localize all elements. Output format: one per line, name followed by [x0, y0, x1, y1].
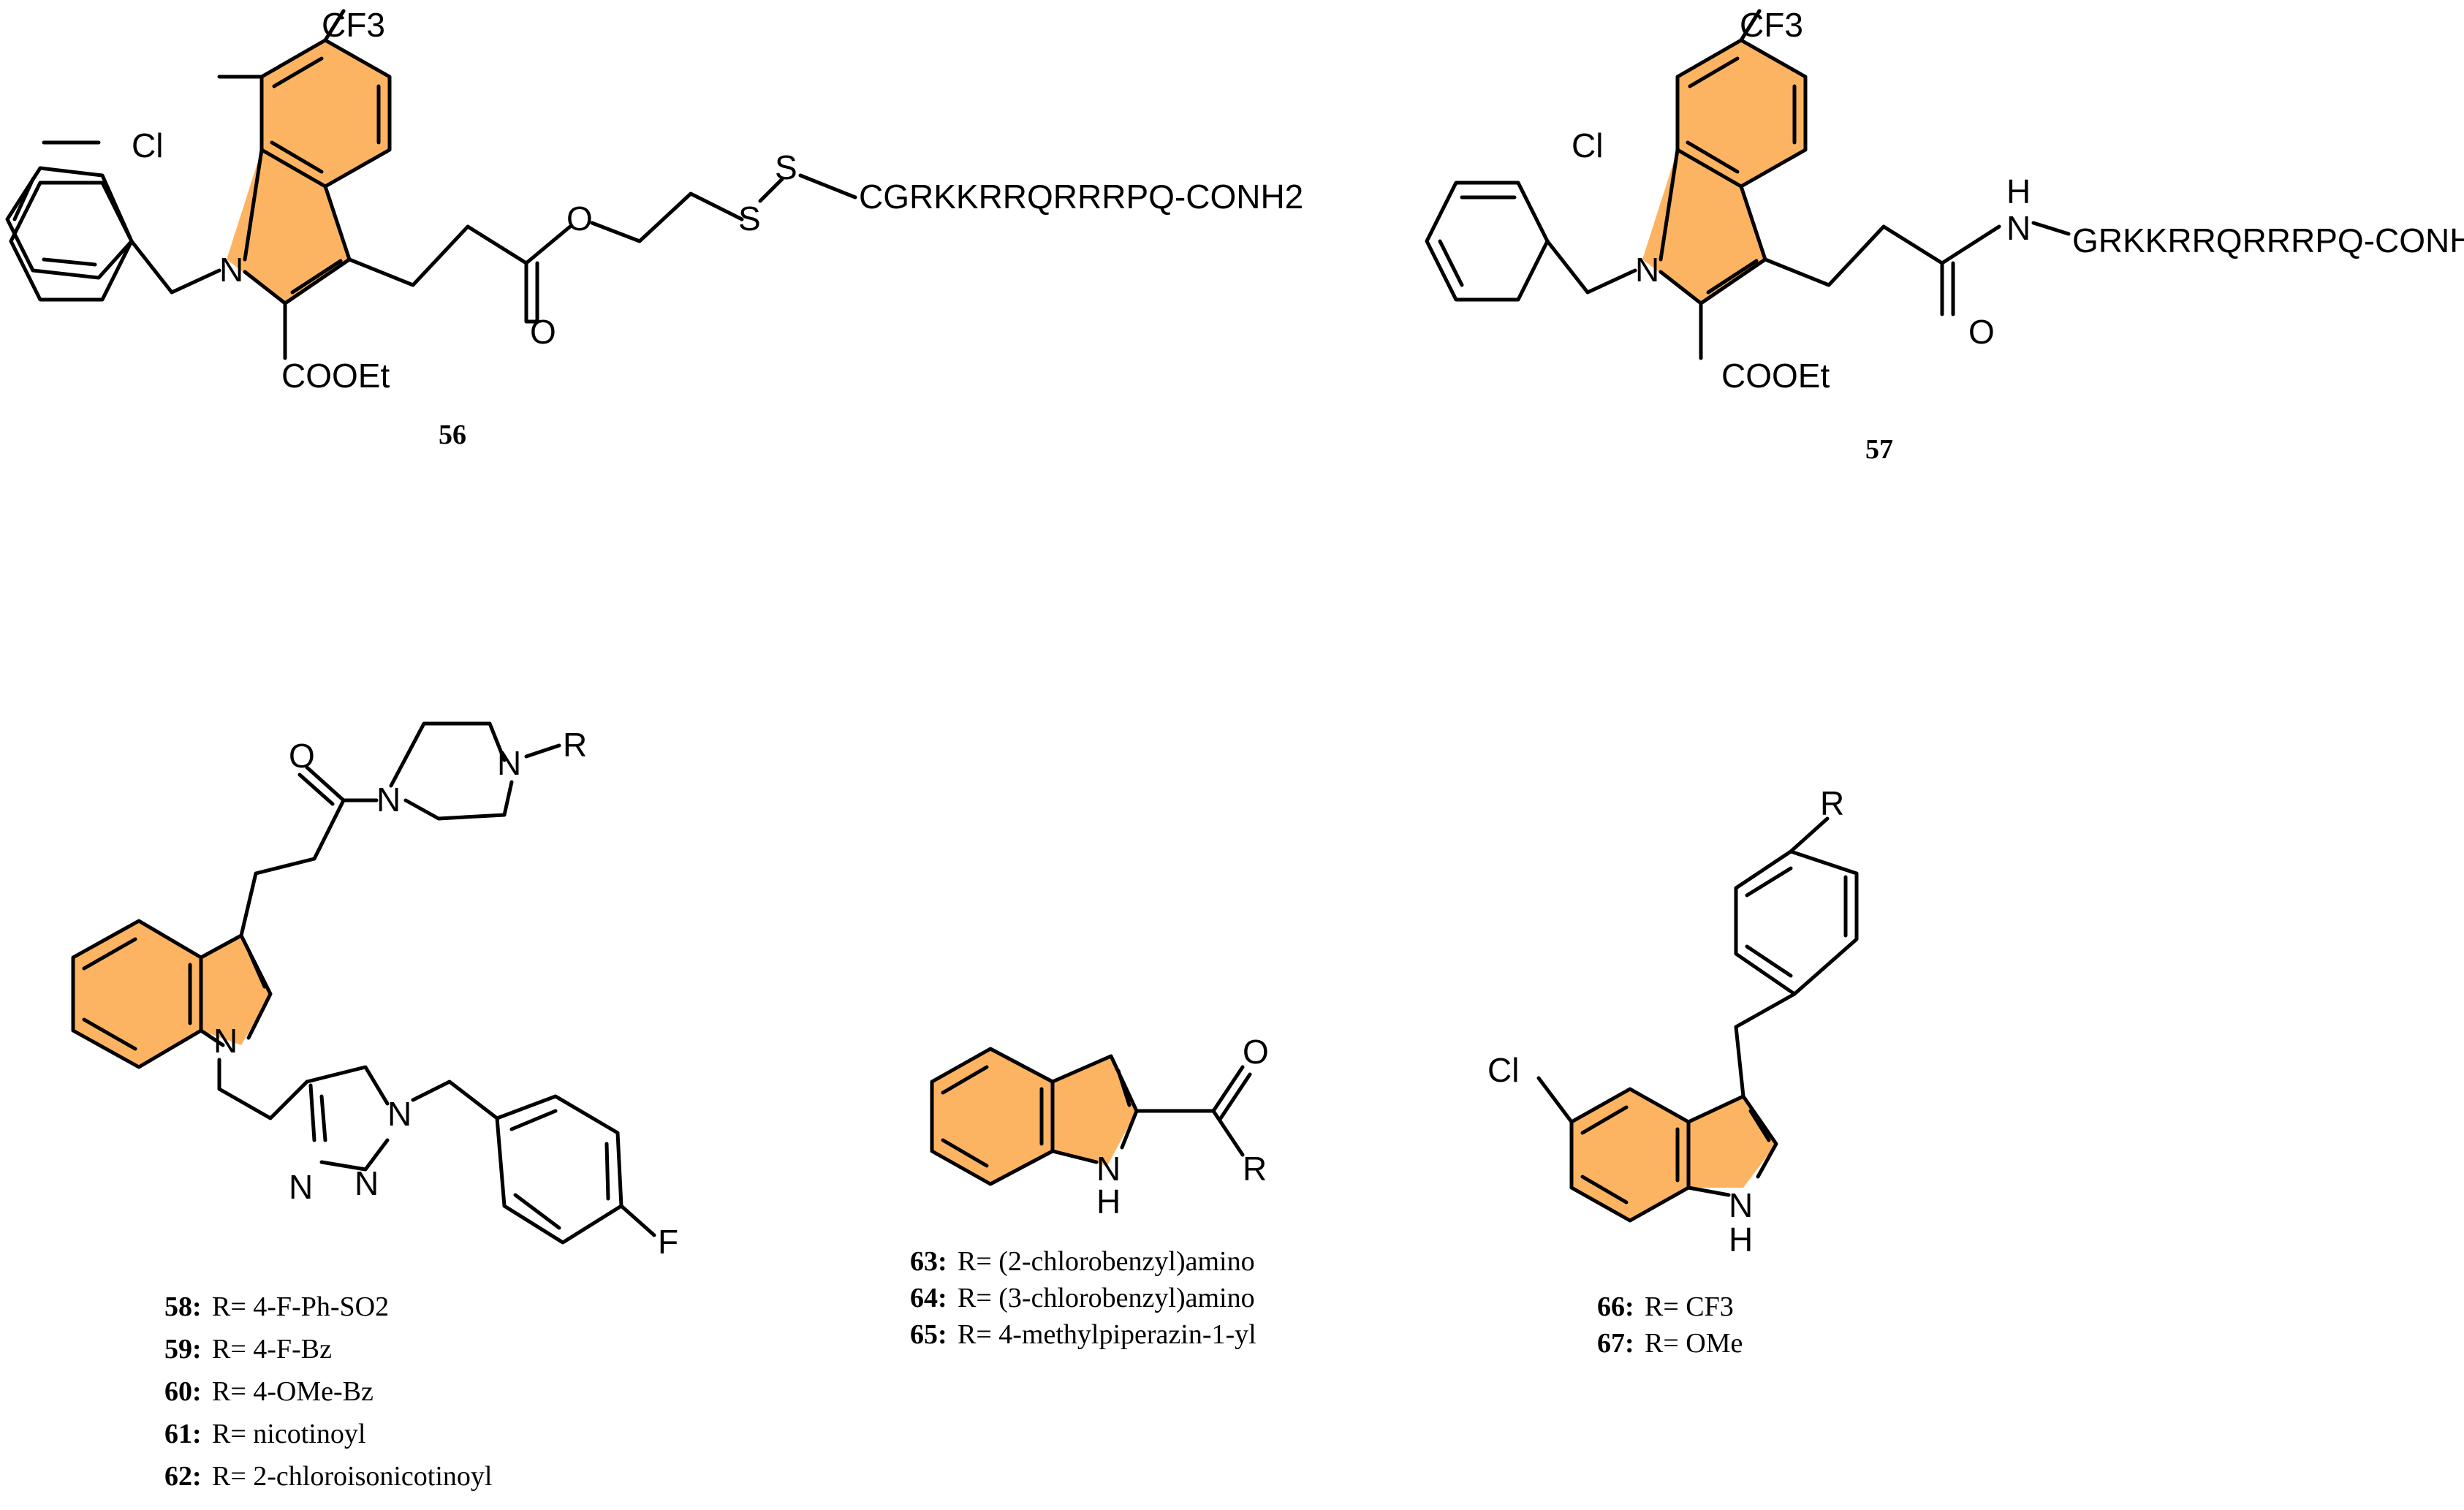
- indole-benzene-bonds: [259, 38, 392, 189]
- propanoyl-chain: [347, 224, 572, 324]
- cf3-label: CF3: [322, 6, 385, 44]
- legend-text-60: R= 4-OMe-Bz: [212, 1376, 374, 1407]
- indole-ring-highlight: [73, 921, 201, 1067]
- nh-n-label: N: [1096, 1150, 1121, 1188]
- triazole-linker: [217, 1058, 309, 1120]
- legend-text-59: R= 4-F-Bz: [212, 1334, 332, 1365]
- aryl-bonds: [1734, 816, 1859, 1099]
- indole-benzene-bonds: [1675, 38, 1808, 189]
- legend-num-65: 65:: [910, 1319, 947, 1350]
- compounds-66-67: N H Cl R 66: R= CF3 67: R= OMe: [1487, 784, 1859, 1359]
- legend-66-67: 66: R= CF3 67: R= OMe: [1597, 1291, 1743, 1359]
- linker-chain: [590, 191, 744, 243]
- compound-56: CF3 Cl N COOEt O O S S CGRKKRRQRRRPQ-CON…: [5, 6, 1303, 450]
- nh-n-label: N: [1729, 1186, 1753, 1224]
- legend-num-63: 63:: [910, 1246, 947, 1277]
- ester-label: COOEt: [281, 357, 390, 395]
- ester-label: COOEt: [1721, 357, 1830, 395]
- triazole-n1-label: N: [387, 1095, 412, 1133]
- legend-text-63: R= (2-chlorobenzyl)amino: [958, 1246, 1255, 1277]
- s1-label: S: [738, 200, 761, 238]
- indole-pyrrole-bonds: [1050, 1054, 1139, 1164]
- indole-pyrrole-bonds: [243, 148, 352, 306]
- legend-num-66: 66:: [1597, 1291, 1634, 1322]
- r-label: R: [1820, 784, 1844, 822]
- benzyl-ring: [1425, 181, 1550, 302]
- benzyl-bonds: [1545, 239, 1637, 295]
- legend-text-65: R= 4-methylpiperazin-1-yl: [958, 1319, 1256, 1350]
- n-label: N: [219, 251, 243, 289]
- nh-h-label: H: [2006, 172, 2031, 210]
- cl-bond: [1536, 1076, 1574, 1124]
- compounds-63-65: N H O R 63: R= (2-chlorobenzyl)amino 64:…: [910, 1033, 1269, 1350]
- n-r-bond: [524, 743, 561, 759]
- benzyl-ring: [9, 181, 134, 302]
- carbonyl-o-label: O: [1968, 313, 1995, 351]
- carbonyl-bonds: [1134, 1065, 1252, 1157]
- pyrrole-ring-highlight: [1053, 1056, 1137, 1166]
- piperazine-n2-label: N: [497, 744, 521, 782]
- triazole-n2-label: N: [355, 1164, 379, 1202]
- legend-text-66: R= CF3: [1645, 1291, 1734, 1322]
- legend-num-61: 61:: [164, 1419, 202, 1449]
- indole-pyrrole-bonds: [1686, 1094, 1778, 1197]
- disulfide-bond: [758, 177, 784, 203]
- legend-text-62: R= 2-chloroisonicotinoyl: [212, 1461, 492, 1492]
- nh-n-label: N: [2006, 209, 2031, 247]
- legend-num-59: 59:: [164, 1334, 202, 1365]
- propanoyl-chain: [1763, 224, 2001, 316]
- legend-num-60: 60:: [164, 1376, 202, 1407]
- triazole-n3-label: N: [289, 1168, 313, 1206]
- legend-text-61: R= nicotinoyl: [212, 1419, 365, 1449]
- nh-h-label: H: [1096, 1183, 1121, 1221]
- s2-label: S: [775, 148, 797, 186]
- indole-pyrrole-bonds: [199, 933, 273, 1047]
- cf3-bond: [1739, 9, 1762, 42]
- legend-text-67: R= OMe: [1645, 1328, 1743, 1359]
- cl-label: Cl: [1487, 1051, 1519, 1089]
- fluorobenzyl-bonds: [411, 1080, 656, 1245]
- compound-number: 56: [439, 420, 466, 450]
- legend-63-65: 63: R= (2-chlorobenzyl)amino 64: R= (3-c…: [910, 1246, 1256, 1350]
- compound-57: CF3 Cl N COOEt O H N GRKKRRQRRRPQ-CONH2 …: [1425, 6, 2464, 465]
- indole-ring-highlight: [932, 1049, 1053, 1184]
- legend-num-67: 67:: [1597, 1328, 1634, 1359]
- carbonyl-o-label: O: [289, 737, 315, 775]
- pyrrole-ring-highlight: [1688, 1096, 1776, 1188]
- piperazine-n1-label: N: [376, 781, 401, 819]
- indole-n-label: N: [213, 1022, 238, 1060]
- compounds-58-62: N O N N R N N N F 58: R= 4-F-Ph-SO2 59: …: [71, 721, 678, 1492]
- legend-num-62: 62:: [164, 1461, 202, 1492]
- cl-label: Cl: [132, 126, 163, 164]
- legend-num-64: 64:: [910, 1283, 947, 1313]
- cf3-bond: [323, 9, 346, 42]
- carbonyl-o-label: O: [530, 313, 556, 351]
- peptide-label: CGRKKRRQRRRPQ-CONH2: [859, 178, 1303, 216]
- indole-ring-highlight: [1572, 1089, 1688, 1221]
- legend-text-64: R= (3-chlorobenzyl)amino: [958, 1283, 1255, 1313]
- propanoyl-chain: [239, 765, 379, 938]
- r-label: R: [563, 726, 587, 764]
- cl-label: Cl: [1572, 126, 1603, 164]
- benzyl-bonds: [5, 140, 221, 295]
- legend-num-58: 58:: [164, 1291, 202, 1322]
- compound-number: 57: [1865, 434, 1893, 465]
- s-peptide-bond: [798, 173, 857, 200]
- legend-58-62: 58: R= 4-F-Ph-SO2 59: R= 4-F-Bz 60: R= 4…: [164, 1291, 492, 1492]
- n-label: N: [1635, 251, 1659, 289]
- triazole-ring: [305, 1065, 390, 1172]
- r-label: R: [1243, 1150, 1267, 1188]
- peptide-label: GRKKRRQRRRPQ-CONH2: [2072, 221, 2464, 259]
- indole-pyrrole-bonds: [1659, 148, 1767, 306]
- legend-text-58: R= 4-F-Ph-SO2: [212, 1291, 389, 1322]
- n-peptide-bond: [2031, 221, 2071, 236]
- nh-h-label: H: [1729, 1221, 1753, 1259]
- ester-o-label: O: [566, 200, 593, 238]
- carbonyl-o-label: O: [1243, 1033, 1269, 1071]
- cf3-label: CF3: [1740, 6, 1803, 44]
- f-label: F: [658, 1223, 678, 1261]
- piperazine-ring: [389, 721, 514, 821]
